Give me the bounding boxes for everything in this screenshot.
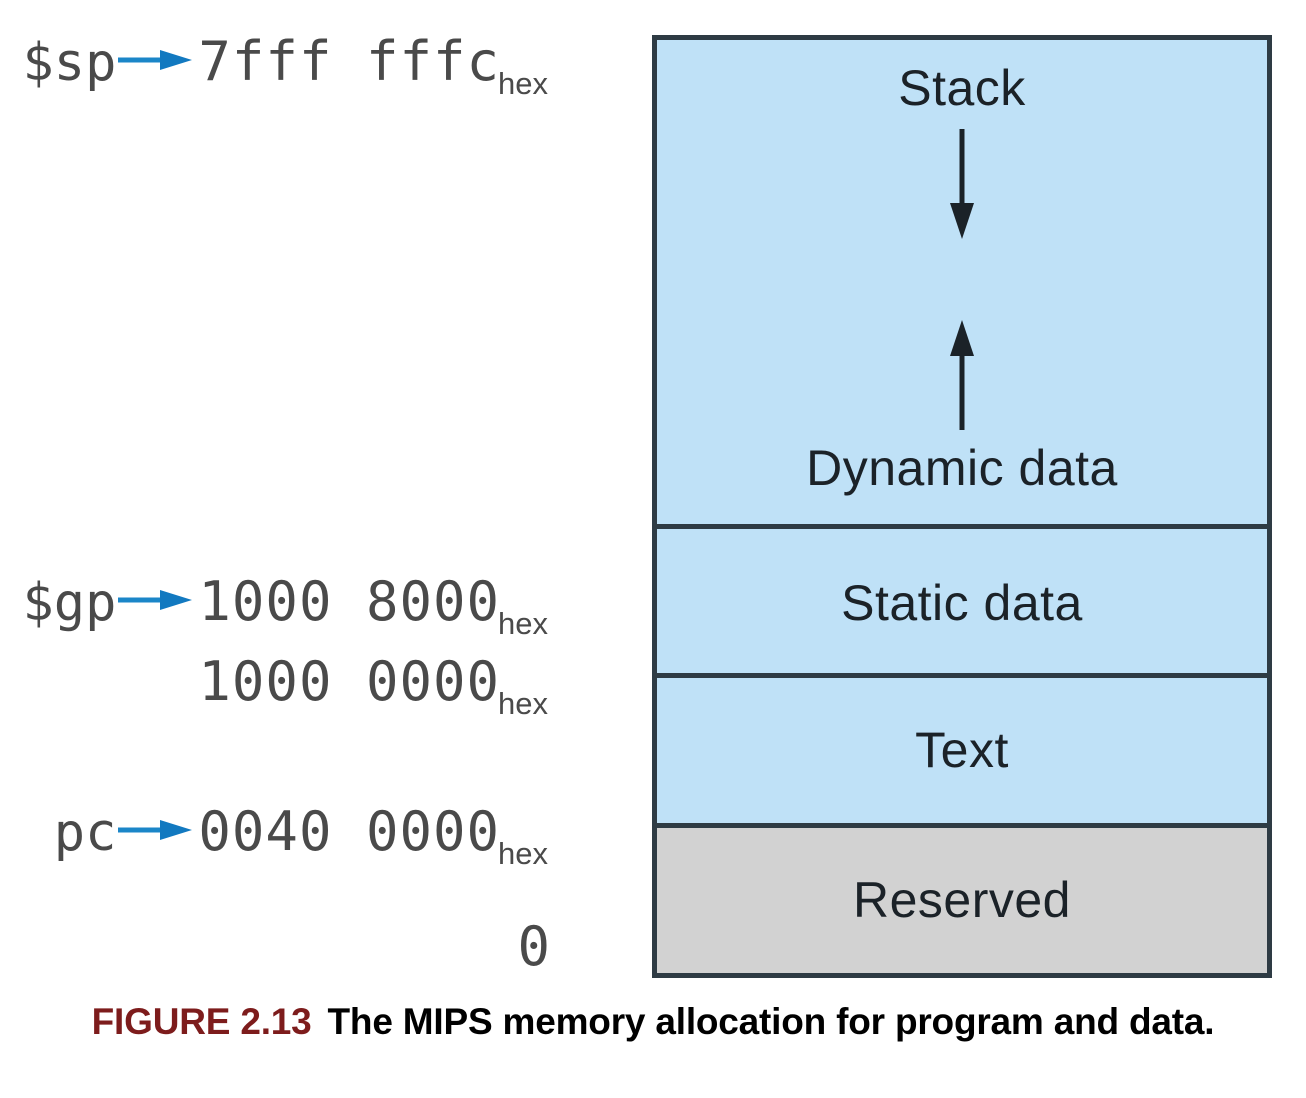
memory-segment-stack-dynamic: Stack Dynamic data bbox=[657, 40, 1267, 529]
figure-caption-text: The MIPS memory allocation for program a… bbox=[327, 1001, 1215, 1042]
address-subscript-gp: hex bbox=[498, 606, 548, 641]
memory-segment-static-data: Static data bbox=[657, 534, 1267, 678]
pointer-arrow-icon bbox=[118, 587, 193, 617]
address-subscript-sp: hex bbox=[498, 66, 548, 101]
memory-segment-reserved: Reserved bbox=[657, 828, 1267, 973]
figure-number: FIGURE 2.13 bbox=[91, 1001, 312, 1042]
memory-map-diagram: Stack Dynamic data Static data Text bbox=[652, 35, 1272, 978]
pointer-arrow-icon bbox=[118, 47, 193, 77]
address-value-static-base: 1000 0000 bbox=[198, 650, 501, 713]
address-value-gp: 1000 8000 bbox=[198, 570, 501, 633]
address-subscript-static-base: hex bbox=[498, 686, 548, 721]
stack-region: Stack bbox=[657, 62, 1267, 239]
memory-segment-label-reserved: Reserved bbox=[853, 872, 1071, 929]
memory-segment-text: Text bbox=[657, 678, 1267, 828]
register-name-pc: pc bbox=[53, 803, 117, 863]
figure-caption: FIGURE 2.13 The MIPS memory allocation fo… bbox=[0, 1000, 1306, 1044]
address-value-pc: 0040 0000 bbox=[198, 800, 501, 863]
address-value-zero: 0 bbox=[517, 915, 550, 978]
register-name-sp: $sp bbox=[22, 33, 117, 93]
memory-segment-label-stack: Stack bbox=[898, 60, 1026, 116]
arrow-down-icon bbox=[950, 128, 974, 239]
memory-segment-label-dynamic-data: Dynamic data bbox=[806, 439, 1118, 496]
dynamic-data-region: Dynamic data bbox=[657, 319, 1267, 496]
arrow-up-icon bbox=[950, 319, 974, 430]
memory-segment-label-static-data: Static data bbox=[841, 575, 1083, 632]
register-name-gp: $gp bbox=[22, 573, 117, 633]
address-subscript-pc: hex bbox=[498, 836, 548, 871]
memory-segment-label-text: Text bbox=[915, 722, 1009, 779]
arrow-spacer bbox=[116, 699, 198, 700]
pointer-arrow-icon bbox=[118, 817, 193, 847]
address-value-sp: 7fff fffc bbox=[198, 30, 501, 93]
